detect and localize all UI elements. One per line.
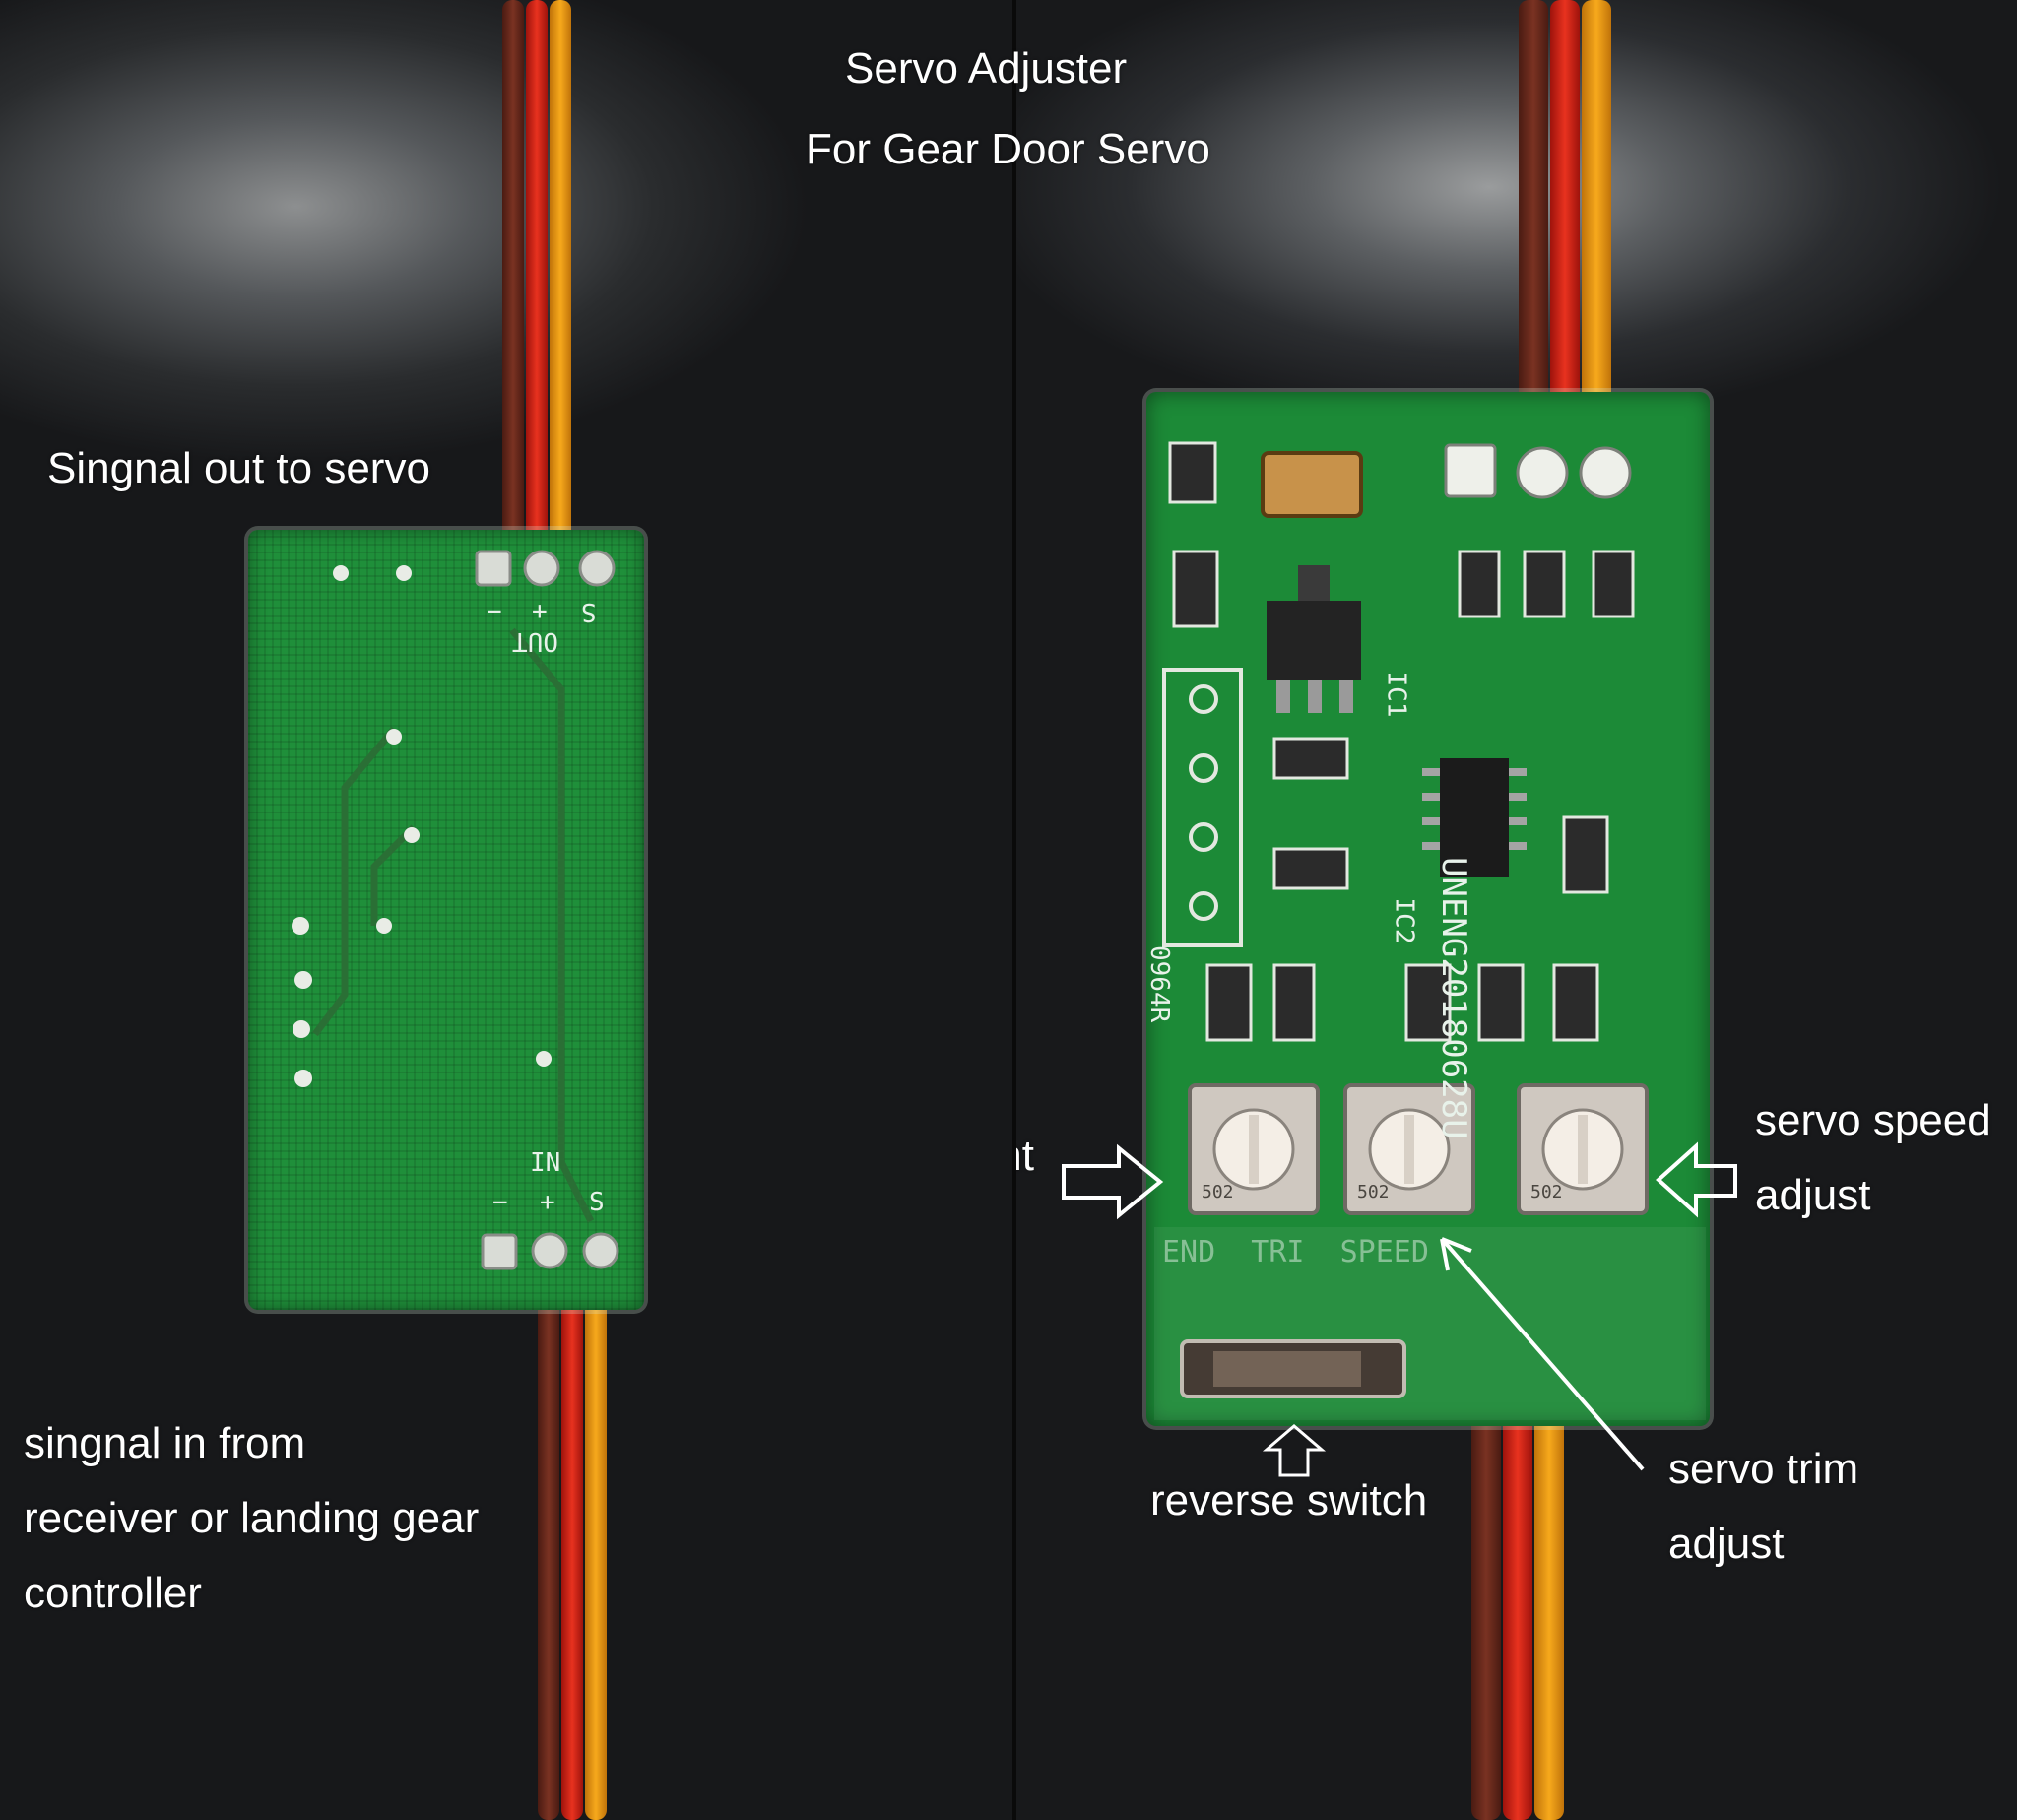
right-bottom-wire-brown [1471, 1379, 1501, 1820]
left-bottom-wire-orange [585, 1280, 607, 1820]
left-top-wire-orange [550, 0, 571, 552]
right-top-wire-brown [1519, 0, 1548, 453]
silk-pot-code-2: 502 [1357, 1182, 1390, 1202]
left-bottom-wire-brown [538, 1280, 559, 1820]
panel-divider [1012, 0, 1016, 1820]
right-top-wire-red [1550, 0, 1580, 453]
right-bottom-wire-red [1503, 1379, 1532, 1820]
silk-pin-plus-bottom: + [540, 1188, 555, 1217]
label-end-point: End point adjust [1016, 1132, 1034, 1180]
right-bottom-wire-orange [1534, 1379, 1564, 1820]
label-servo-speed: servo speed adjust [1755, 1096, 1991, 1219]
label-servo-trim: servo trim adjust [1668, 1445, 1859, 1568]
silk-pin-plus-top: + [532, 597, 548, 626]
silk-pin-s-top: S [581, 597, 597, 626]
left-top-wire-red [526, 0, 548, 552]
right-top-wire-orange [1582, 0, 1611, 453]
silk-in: IN [530, 1148, 561, 1178]
silk-pin-minus-top: − [487, 597, 502, 626]
left-photo-panel: OUT IN − + S − + S Singnal out to servo … [0, 0, 1012, 1820]
silk-pin-minus-bottom: − [492, 1188, 508, 1217]
pcb-front [1146, 392, 1710, 1426]
silk-pot-code-3: 502 [1530, 1182, 1563, 1202]
label-reverse-switch: reverse switch [1150, 1476, 1428, 1525]
silk-pot-marks: END TRI SPEED [1162, 1235, 1429, 1269]
silk-brand: UNENG20180628U [1434, 857, 1473, 1139]
title-line-1: Servo Adjuster [845, 44, 1128, 93]
silk-ic2: IC2 [1389, 897, 1419, 944]
left-top-wire-brown [502, 0, 524, 552]
silk-pin-s-bottom: S [589, 1188, 605, 1217]
pcb-back [248, 530, 644, 1310]
silk-code: 0964R [1144, 945, 1174, 1023]
right-photo-panel: IC1 IC2 UNENG20180628U 0964R 502 502 502… [1016, 0, 2017, 1820]
silk-out: OUT [512, 626, 558, 656]
left-bottom-wire-red [561, 1280, 583, 1820]
label-signal-out: Singnal out to servo [47, 444, 430, 492]
silk-pot-code-1: 502 [1202, 1182, 1234, 1202]
label-signal-in: singnal in from receiver or landing gear… [24, 1419, 480, 1617]
silk-ic1: IC1 [1381, 671, 1411, 718]
title-line-2: For Gear Door Servo [806, 125, 1210, 173]
